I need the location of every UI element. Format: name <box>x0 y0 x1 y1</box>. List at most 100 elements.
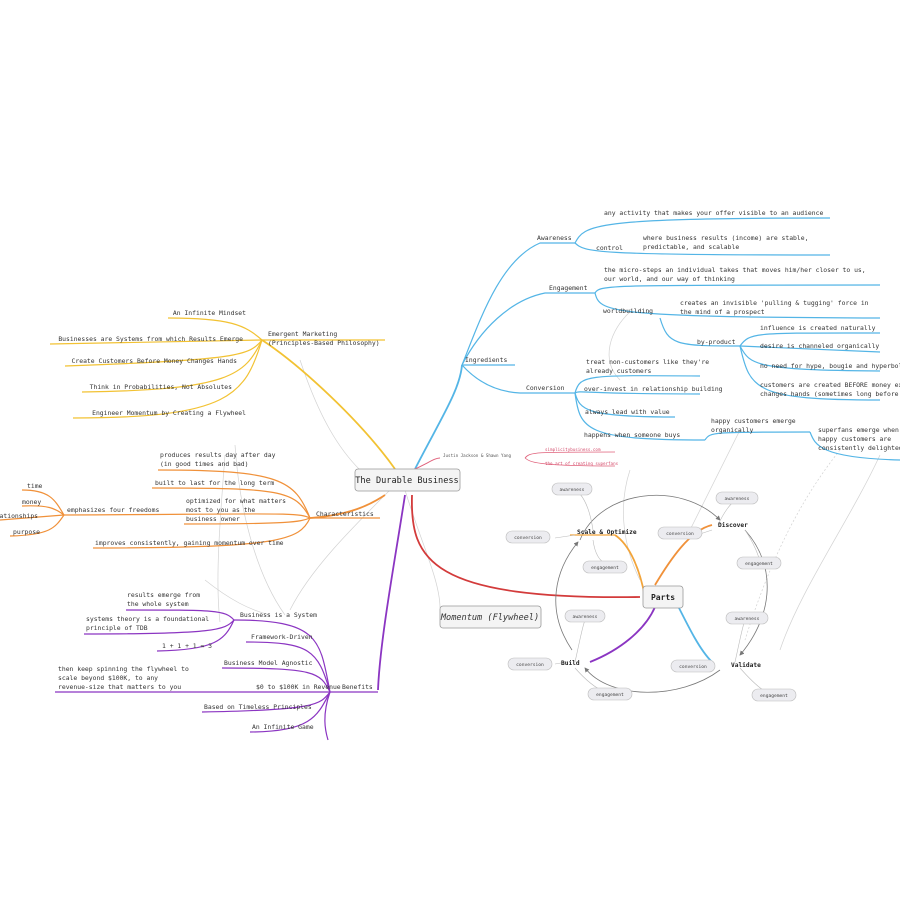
branches <box>261 339 641 693</box>
credit-label[interactable]: Justin Jackson & Shawn Yang <box>443 453 512 458</box>
benefit-timeless[interactable]: Based on Timeless Principles <box>204 703 312 711</box>
ingredient-leaf-cont: already customers <box>586 367 652 375</box>
svg-text:conversion: conversion <box>666 531 694 537</box>
ingredient-leaf[interactable]: customers are created BEFORE money ex <box>760 381 900 389</box>
ingredients-label[interactable]: Ingredients <box>465 356 507 364</box>
emergent-item[interactable]: Create Customers Before Money Changes Ha… <box>72 357 238 365</box>
ingredient-worldbuilding[interactable]: worldbuilding <box>603 307 653 315</box>
yellow-leaves <box>49 317 263 419</box>
ingredient-leaf[interactable]: over-invest in relationship building <box>584 385 723 393</box>
svg-text:conversion: conversion <box>679 664 707 670</box>
pill[interactable]: awareness <box>551 482 593 496</box>
svg-text:awareness: awareness <box>573 615 598 620</box>
emergent-item[interactable]: Think in Probabilities, Not Absolutes <box>90 383 233 391</box>
ingredient-leaf[interactable]: always lead with value <box>585 408 670 416</box>
char-item[interactable]: built to last for the long term <box>155 479 274 487</box>
characteristics-label[interactable]: Characteristics <box>316 510 374 518</box>
benefit-revenue[interactable]: $0 to $100K in Revenue <box>256 683 341 691</box>
emergent-item[interactable]: Businesses are Systems from which Result… <box>58 335 243 343</box>
benefit-sub[interactable]: results emerge from <box>127 591 200 599</box>
ingredient-engagement[interactable]: Engagement <box>549 284 588 292</box>
freedom-item[interactable]: purpose <box>13 528 40 536</box>
pill[interactable]: engagement <box>751 688 797 702</box>
pill[interactable]: conversion <box>505 530 551 544</box>
ingredient-awareness[interactable]: Awareness <box>537 234 572 242</box>
pill[interactable]: conversion <box>657 526 703 540</box>
credit-branch: Justin Jackson & Shawn Yang simplicitybu… <box>443 447 619 466</box>
benefit-sub[interactable]: then keep spinning the flywheel to <box>58 665 189 673</box>
ingredient-leaf-cont: predictable, and scalable <box>643 243 739 251</box>
svg-text:awareness: awareness <box>725 497 750 502</box>
char-item[interactable]: optimized for what matters <box>186 497 286 505</box>
ingredient-leaf[interactable]: no need for hype, bougie and hyperbole <box>760 362 900 370</box>
pill[interactable]: awareness <box>564 609 606 623</box>
benefit-sub[interactable]: 1 + 1 + 1 = 3 <box>162 642 212 650</box>
ingredient-leaf[interactable]: superfans emerge when <box>818 426 899 434</box>
ingredient-leaf-cont: changes hands (sometimes long before <box>760 390 899 398</box>
benefit-agnostic[interactable]: Business Model Agnostic <box>224 659 313 667</box>
cross-links <box>204 311 881 651</box>
ingredients-branch: Ingredients Awareness any activity that … <box>465 209 900 452</box>
freedom-item[interactable]: time <box>27 482 43 490</box>
pill[interactable]: engagement <box>582 560 628 574</box>
benefit-sub-cont: scale beyond $100K, to any <box>58 674 158 682</box>
benefits-branch: Benefits Business is a System results em… <box>58 591 373 731</box>
credit-leaves <box>524 451 616 467</box>
svg-text:engagement: engagement <box>745 561 773 567</box>
root-node[interactable]: The Durable Business <box>354 468 461 492</box>
emergent-item[interactable]: Engineer Momentum by Creating a Flywheel <box>92 409 246 417</box>
char-item[interactable]: produces results day after day <box>160 451 276 459</box>
benefit-system[interactable]: Business is a System <box>240 611 317 619</box>
benefit-sub-cont: revenue-size that matters to you <box>58 683 181 691</box>
ingredient-leaf-cont: consistently delighted <box>818 444 900 452</box>
emergent-branch: Emergent Marketing (Principles-Based Phi… <box>58 309 379 417</box>
ingredient-control[interactable]: control <box>596 244 623 252</box>
ingredient-leaf[interactable]: happens when someone buys <box>584 431 680 439</box>
blue-leaves <box>461 217 900 461</box>
ingredient-leaf[interactable]: any activity that makes your offer visib… <box>604 209 823 217</box>
pill[interactable]: conversion <box>670 659 716 673</box>
ingredient-byproduct[interactable]: by-product <box>697 338 736 346</box>
momentum-node[interactable]: Momentum (Flywheel) <box>439 605 542 629</box>
credit-link[interactable]: the art of creating superfans <box>545 461 619 466</box>
ingredient-conversion[interactable]: Conversion <box>526 384 565 392</box>
stage-discover[interactable]: Discover <box>718 521 748 529</box>
ingredient-leaf[interactable]: desire is channeled organically <box>760 342 879 350</box>
freedom-item[interactable]: money <box>22 498 41 506</box>
ingredient-leaf[interactable]: where business results (income) are stab… <box>643 234 808 242</box>
char-item-cont: (in good times and bad) <box>160 460 249 468</box>
emergent-label-2: (Principles-Based Philosophy) <box>268 339 380 347</box>
benefit-sub[interactable]: systems theory is a foundational <box>86 615 209 623</box>
characteristics-branch: Characteristics produces results day aft… <box>0 451 374 547</box>
ingredient-leaf[interactable]: creates an invisible 'pulling & tugging'… <box>680 299 869 307</box>
pill[interactable]: conversion <box>507 657 553 671</box>
stage-scale[interactable]: Scale & Optimize <box>577 528 637 536</box>
ingredient-leaf[interactable]: happy customers emerge <box>711 417 796 425</box>
ingredient-leaf[interactable]: the micro-steps an individual takes that… <box>604 266 866 274</box>
char-item[interactable]: emphasizes four freedoms <box>67 506 159 514</box>
pill[interactable]: awareness <box>715 491 759 505</box>
pill[interactable]: engagement <box>736 556 782 570</box>
credit-link[interactable]: simplicitybusiness.com <box>545 447 601 452</box>
emergent-item[interactable]: An Infinite Mindset <box>173 309 246 317</box>
pill[interactable]: awareness <box>725 611 769 625</box>
parts-node[interactable]: Parts <box>642 585 684 609</box>
stage-validate[interactable]: Validate <box>731 661 761 669</box>
benefit-framework[interactable]: Framework-Driven <box>251 633 313 641</box>
parts-label: Parts <box>651 593 675 602</box>
char-item[interactable]: improves consistently, gaining momentum … <box>95 539 284 547</box>
ingredient-leaf[interactable]: treat non-customers like they're <box>586 358 709 366</box>
freedom-item[interactable]: relationships <box>0 512 38 520</box>
svg-text:awareness: awareness <box>560 488 585 493</box>
svg-text:engagement: engagement <box>591 565 619 571</box>
benefit-infinite[interactable]: An Infinite Game <box>252 723 314 731</box>
ingredient-leaf-cont: our world, and our way of thinking <box>604 275 735 283</box>
emergent-label[interactable]: Emergent Marketing <box>268 330 337 338</box>
stage-build[interactable]: Build <box>561 659 580 667</box>
char-item-cont: most to you as the <box>186 506 255 514</box>
pill[interactable]: engagement <box>587 687 633 701</box>
benefit-sub-cont: principle of TDB <box>86 624 148 632</box>
ingredient-leaf[interactable]: influence is created naturally <box>760 324 876 332</box>
svg-text:engagement: engagement <box>760 693 788 699</box>
benefits-label[interactable]: Benefits <box>342 683 373 691</box>
